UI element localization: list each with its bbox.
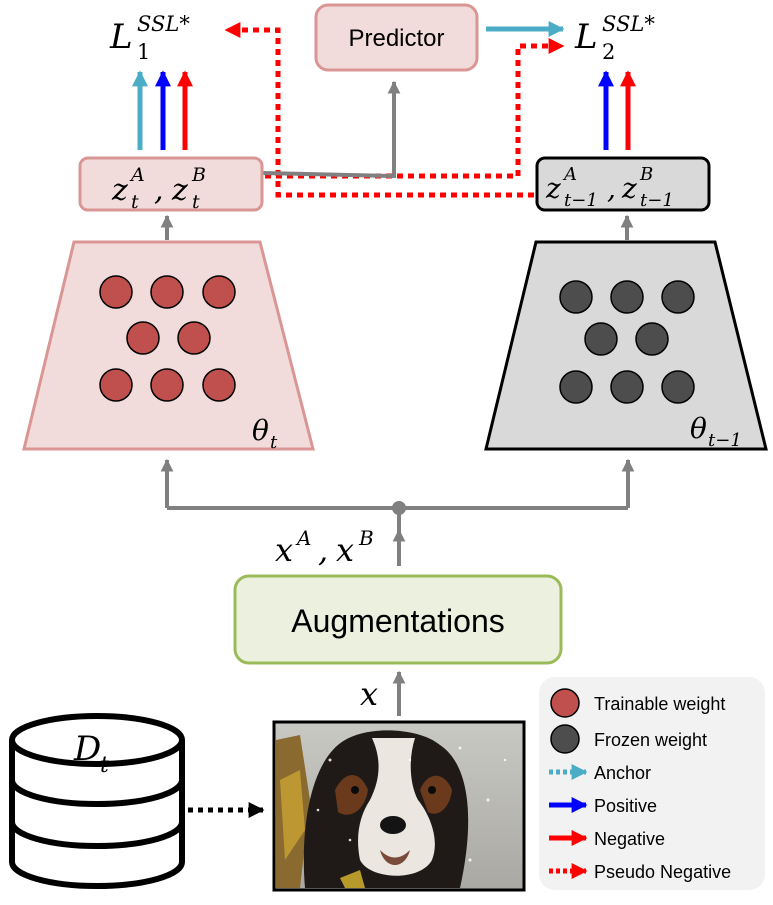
frozen-weight-swatch: [550, 724, 580, 754]
loss-1-label: L SSL* 1: [109, 12, 190, 64]
svg-text:z: z: [621, 172, 637, 205]
previous-encoder: θ t−1: [484, 240, 768, 451]
svg-text:L: L: [574, 17, 598, 57]
previous-embedding-box: z A t−1 , z B t−1: [535, 156, 711, 212]
svg-text:θ: θ: [252, 414, 269, 447]
dataset-cylinder: [9, 713, 185, 889]
predictor-box: Predictor: [314, 3, 479, 72]
svg-text:Augmentations: Augmentations: [291, 603, 504, 639]
svg-text:Pseudo Negative: Pseudo Negative: [594, 862, 731, 882]
svg-text:A: A: [295, 526, 311, 550]
views-split-connector: [160, 458, 635, 566]
svg-text:t−1: t−1: [564, 190, 598, 211]
svg-text:t: t: [192, 191, 200, 213]
svg-text:L: L: [109, 17, 133, 57]
svg-text:B: B: [639, 164, 653, 185]
svg-text:,: ,: [154, 173, 164, 208]
trainable-weight-swatch: [550, 688, 580, 718]
embed-to-predictor-arrow: [262, 80, 401, 179]
svg-text:Predictor: Predictor: [348, 25, 444, 52]
svg-text:B: B: [191, 164, 206, 186]
input-image: [272, 720, 526, 892]
svg-text:z: z: [111, 173, 128, 208]
svg-text:Frozen weight: Frozen weight: [594, 730, 707, 750]
svg-text:SSL*: SSL*: [137, 12, 190, 36]
svg-text:θ: θ: [690, 412, 707, 445]
svg-text:z: z: [545, 172, 561, 205]
svg-text:t: t: [270, 432, 278, 453]
svg-text:x: x: [336, 531, 354, 569]
svg-text:1: 1: [137, 40, 150, 64]
legend-item-trainable: Trainable weight: [550, 688, 725, 718]
input-x-label: x: [360, 675, 378, 713]
current-encoder-weights: [99, 275, 236, 402]
svg-text:,: ,: [607, 172, 616, 205]
svg-text:B: B: [358, 526, 374, 550]
svg-text:x: x: [275, 531, 293, 569]
legend-item-negative: Negative: [549, 829, 665, 849]
current-encoder: θ t: [22, 240, 315, 453]
previous-encoder-weights: [559, 280, 695, 404]
svg-text:Trainable weight: Trainable weight: [594, 694, 725, 714]
legend: Trainable weight Frozen weight Anchor Po…: [539, 677, 765, 890]
augmentations-box: Augmentations: [233, 574, 563, 665]
svg-text:t: t: [100, 753, 109, 778]
svg-text:t−1: t−1: [708, 430, 742, 451]
svg-text:D: D: [73, 729, 101, 769]
svg-text:A: A: [562, 164, 577, 185]
svg-text:t: t: [131, 191, 139, 213]
current-theta-label: θ t: [252, 414, 278, 453]
svg-text:A: A: [129, 164, 145, 186]
svg-text:Positive: Positive: [594, 796, 657, 816]
legend-item-pseudo-negative: Pseudo Negative: [549, 862, 731, 882]
loss-2-label: L SSL* 2: [574, 12, 655, 64]
svg-text:SSL*: SSL*: [602, 12, 655, 36]
views-label: x A , x B: [275, 526, 374, 569]
svg-text:2: 2: [602, 40, 615, 64]
svg-text:z: z: [171, 173, 188, 208]
svg-text:,: ,: [318, 531, 328, 569]
previous-theta-label: θ t−1: [690, 412, 742, 451]
current-embedding-box: z A t , z B t: [78, 156, 264, 213]
svg-text:Negative: Negative: [594, 829, 665, 849]
legend-item-anchor: Anchor: [549, 763, 651, 783]
svg-text:Anchor: Anchor: [594, 763, 651, 783]
legend-item-frozen: Frozen weight: [550, 724, 707, 754]
svg-text:t−1: t−1: [640, 190, 674, 211]
legend-item-positive: Positive: [549, 796, 657, 816]
svg-text:x: x: [360, 675, 378, 713]
dataset-label: D t: [73, 729, 109, 778]
